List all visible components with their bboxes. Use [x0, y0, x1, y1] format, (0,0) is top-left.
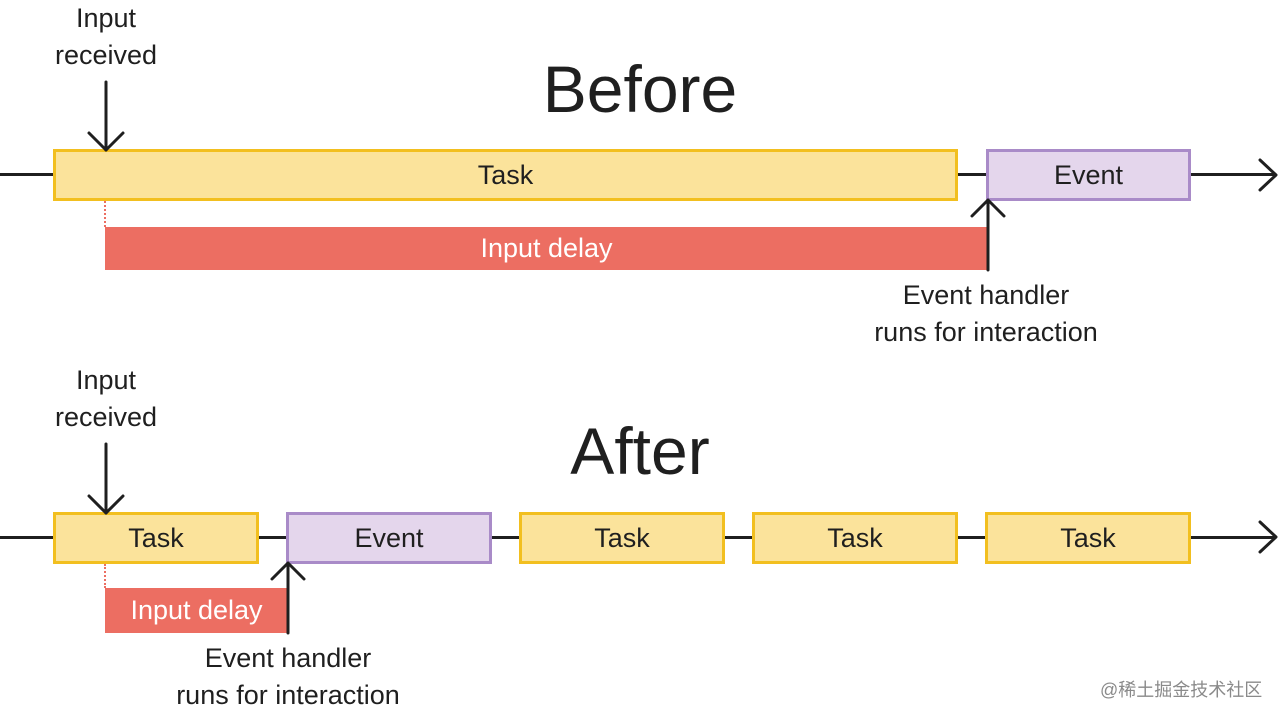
- after-event-handler-label: Event handler runs for interaction: [138, 640, 438, 714]
- after-task-block-4: Task: [985, 512, 1191, 564]
- after-event-label: Event: [354, 522, 424, 553]
- before-event-label: Event: [1053, 159, 1124, 190]
- before-delay-dotted-marker: [104, 201, 106, 227]
- before-input-received-line1: Input: [75, 3, 137, 33]
- before-timeline-middle-segment: [956, 173, 988, 176]
- before-input-delay-label: Input delay: [480, 233, 613, 263]
- after-handler-up-arrow-icon: [270, 561, 306, 635]
- after-input-delay-bar: Input delay: [105, 588, 288, 633]
- after-event-block: Event: [286, 512, 492, 564]
- after-title: After: [570, 414, 710, 488]
- after-timeline-right-segment: [1190, 536, 1274, 539]
- after-timeline-arrowhead-icon: [1258, 520, 1278, 554]
- after-timeline-segment-4: [723, 536, 753, 539]
- after-task-block-3: Task: [752, 512, 958, 564]
- before-timeline-right-segment: [1190, 173, 1274, 176]
- after-task-block-2: Task: [519, 512, 725, 564]
- before-event-handler-label: Event handler runs for interaction: [836, 277, 1136, 351]
- before-event-handler-line1: Event handler: [902, 280, 1070, 310]
- before-timeline-left-segment: [0, 173, 56, 176]
- after-input-received-label: Input received: [26, 362, 186, 436]
- after-input-down-arrow-icon: [87, 442, 125, 515]
- after-task-label-1: Task: [128, 522, 184, 553]
- before-task-block: Task: [53, 149, 958, 201]
- before-input-received-label: Input received: [26, 0, 186, 74]
- after-timeline-segment-3: [490, 536, 520, 539]
- after-input-received-line1: Input: [75, 365, 137, 395]
- before-task-label: Task: [477, 159, 534, 190]
- after-timeline-left-segment: [0, 536, 56, 539]
- after-task-label-2: Task: [594, 522, 650, 553]
- before-input-delay-bar: Input delay: [105, 227, 988, 270]
- before-input-received-line2: received: [54, 40, 158, 70]
- after-timeline-segment-5: [956, 536, 986, 539]
- after-task-block-1: Task: [53, 512, 259, 564]
- before-title: Before: [542, 52, 738, 126]
- after-task-label-4: Task: [1060, 522, 1116, 553]
- watermark: @稀土掘金技术社区: [1100, 680, 1263, 700]
- before-event-block: Event: [986, 149, 1191, 201]
- after-input-delay-label: Input delay: [130, 595, 263, 625]
- after-event-handler-line2: runs for interaction: [176, 680, 400, 710]
- after-event-handler-line1: Event handler: [204, 643, 372, 673]
- before-input-down-arrow-icon: [87, 80, 125, 152]
- before-handler-up-arrow-icon: [970, 198, 1006, 272]
- after-task-label-3: Task: [827, 522, 883, 553]
- after-timeline-segment-2: [258, 536, 288, 539]
- after-input-received-line2: received: [54, 402, 158, 432]
- before-event-handler-line2: runs for interaction: [874, 317, 1098, 347]
- before-timeline-arrowhead-icon: [1258, 158, 1278, 192]
- after-delay-dotted-marker: [104, 564, 106, 588]
